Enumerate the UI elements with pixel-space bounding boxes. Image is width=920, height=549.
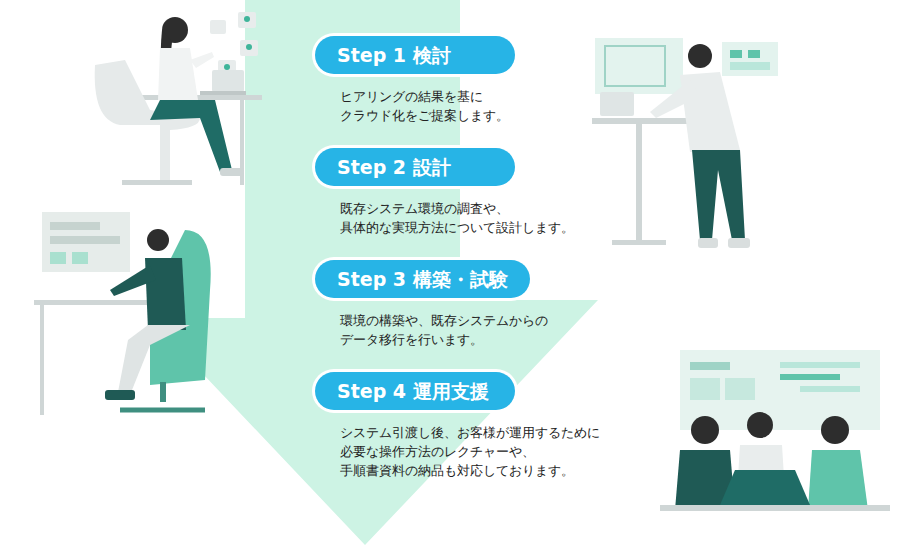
step-heading: Step 4 運用支援 [315, 372, 515, 410]
step-block: Step 2 設計既存システム環境の調査や、 具体的な実現方法について設計します… [315, 148, 640, 238]
step-heading: Step 1 検討 [315, 36, 515, 74]
step-description: システム引渡し後、お客様が運用するために 必要な操作方法のレクチャーや、 手順書… [340, 424, 640, 481]
step-heading: Step 2 設計 [315, 148, 515, 186]
step-block: Step 1 検討ヒアリングの結果を基に クラウド化をご提案します。 [315, 36, 640, 126]
step-block: Step 4 運用支援システム引渡し後、お客様が運用するために 必要な操作方法の… [315, 372, 640, 481]
step-heading: Step 3 構築・試験 [315, 260, 530, 298]
team-meeting [660, 350, 890, 511]
step-description: ヒアリングの結果を基に クラウド化をご提案します。 [340, 88, 640, 126]
step-block: Step 3 構築・試験環境の構築や、既存システムからの データ移行を行います。 [315, 260, 640, 350]
gamer-at-desk [34, 212, 211, 415]
step-description: 環境の構築や、既存システムからの データ移行を行います。 [340, 312, 640, 350]
woman-at-laptop [95, 12, 262, 185]
step-description: 既存システム環境の調査や、 具体的な実現方法について設計します。 [340, 200, 640, 238]
standing-man [592, 38, 778, 248]
